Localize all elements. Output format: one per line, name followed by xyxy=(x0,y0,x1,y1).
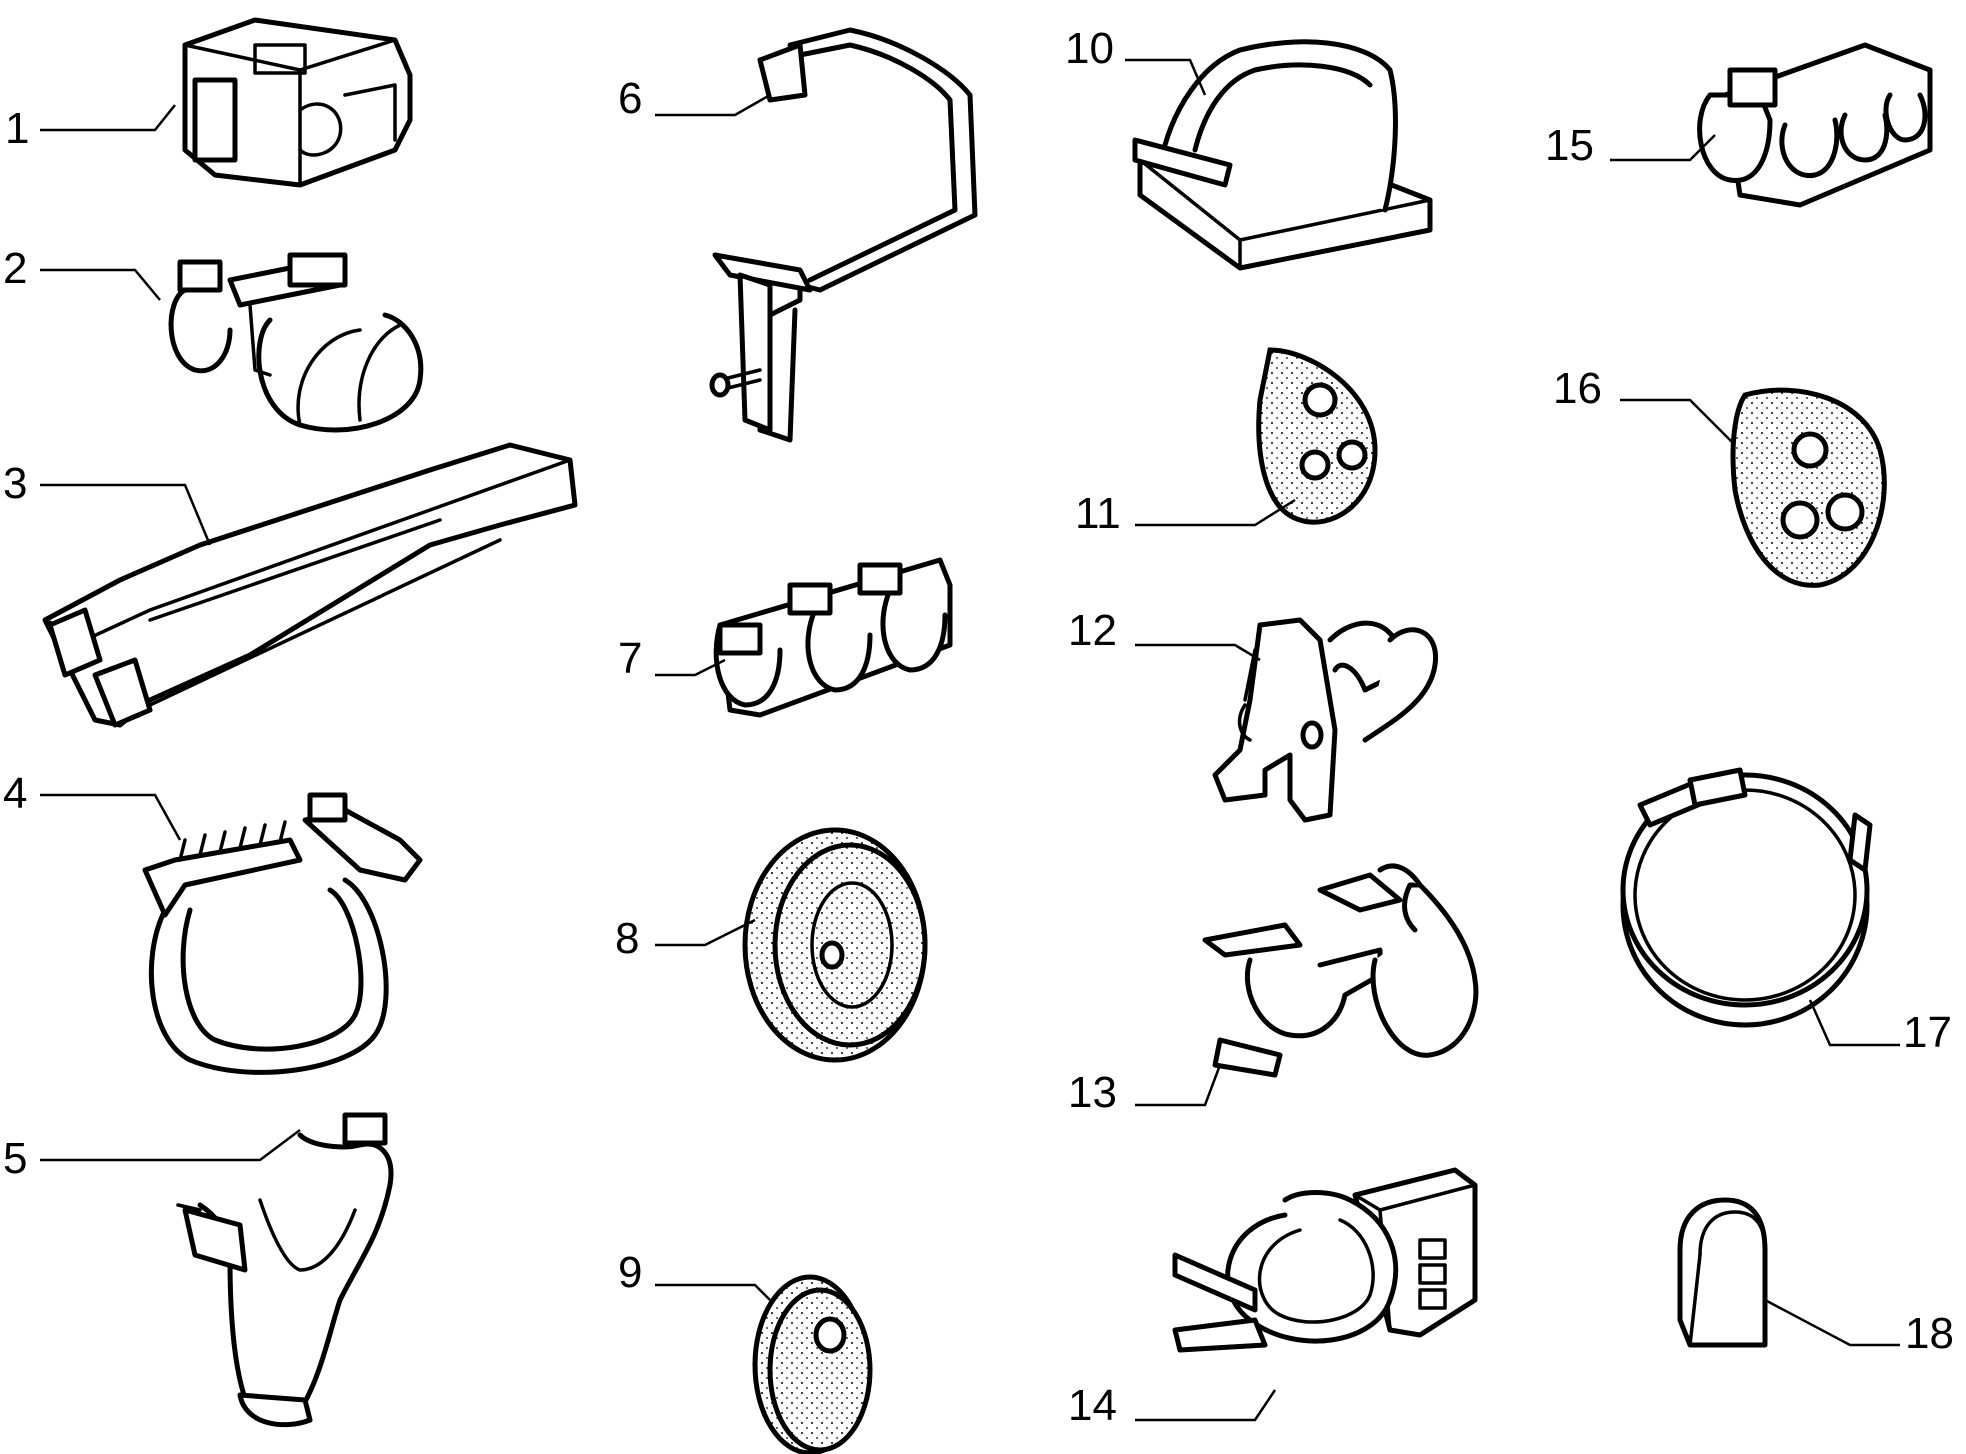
part-12-hook-clip-icon xyxy=(1212,617,1438,823)
part-15-multi-clip-icon xyxy=(1697,42,1933,208)
part-8-oval-grommet-icon xyxy=(742,827,928,1063)
part-4-ratchet-clamp-icon xyxy=(142,792,423,1075)
callout-10-label: 10 xyxy=(1065,24,1114,73)
callout-1-label: 1 xyxy=(5,104,29,153)
callout-2-label: 2 xyxy=(3,244,27,293)
part-7-triple-clip-icon xyxy=(713,557,953,718)
callout-18-label: 18 xyxy=(1905,1309,1954,1358)
part-11-small-grommet-icon xyxy=(1256,347,1378,525)
part-13-spring-clip-icon xyxy=(1202,863,1479,1078)
part-14-block-clamp-icon xyxy=(1172,1167,1478,1353)
part-17-band-clamp-icon xyxy=(1620,767,1873,1028)
part-5-stud-clip-icon xyxy=(176,1112,394,1428)
callout-13-label: 13 xyxy=(1068,1068,1117,1117)
callout-5-label: 5 xyxy=(3,1134,27,1183)
callout-labels: 1 2 3 4 5 6 7 8 9 10 11 12 13 14 15 16 1… xyxy=(3,24,1954,1430)
part-16-grommet-icon xyxy=(1730,387,1887,588)
callout-12-label: 12 xyxy=(1068,606,1117,655)
part-2-double-clip-icon xyxy=(168,252,424,433)
callout-7-label: 7 xyxy=(618,634,642,683)
callout-6-label: 6 xyxy=(618,74,642,123)
callout-9-label: 9 xyxy=(618,1248,642,1297)
callout-15-label: 15 xyxy=(1545,121,1594,170)
callout-11-label: 11 xyxy=(1075,489,1121,538)
callout-16-label: 16 xyxy=(1553,364,1602,413)
part-18-end-cap-icon xyxy=(1677,1197,1768,1348)
leader-lines xyxy=(40,58,1900,1422)
part-3-twin-conduit-icon xyxy=(42,442,578,728)
callout-8-label: 8 xyxy=(615,914,639,963)
callout-14-label: 14 xyxy=(1068,1381,1117,1430)
part-10-adhesive-base-icon xyxy=(1132,39,1433,271)
part-1-clip-block-icon xyxy=(182,17,413,188)
callout-17-label: 17 xyxy=(1903,1008,1952,1057)
part-9-round-grommet-icon xyxy=(752,1274,873,1454)
callout-4-label: 4 xyxy=(3,769,27,818)
callout-3-label: 3 xyxy=(3,459,27,508)
part-6-strap-clip-icon xyxy=(709,27,978,443)
